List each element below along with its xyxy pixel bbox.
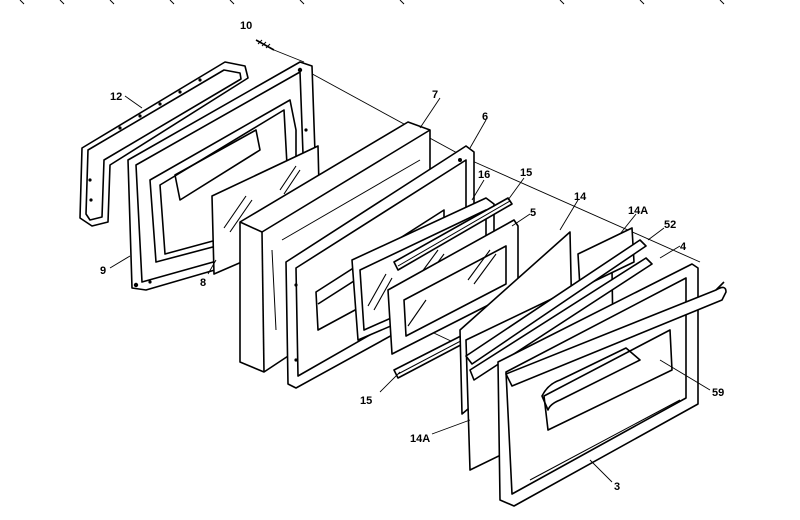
part-5-outer-glass	[387, 219, 519, 355]
label-15-top: 15	[520, 167, 532, 179]
label-6: 6	[482, 111, 488, 123]
part-15-retainer-strip-top	[393, 197, 513, 271]
label-59: 59	[712, 387, 724, 399]
label-12: 12	[110, 91, 122, 103]
label-9: 9	[100, 265, 106, 277]
label-15-bottom: 15	[360, 395, 372, 407]
label-14A-top: 14A	[628, 205, 648, 217]
part-59-handle	[505, 281, 727, 387]
label-4: 4	[680, 241, 687, 253]
part-4-trim	[469, 257, 653, 381]
part-labels: 10 12 7 6 15 16 14 5 14A 52 4 9 8 15 14A…	[100, 20, 724, 493]
label-7: 7	[432, 89, 438, 101]
label-14: 14	[574, 191, 587, 203]
label-3: 3	[614, 481, 620, 493]
part-12-gasket	[79, 61, 249, 227]
label-16: 16	[478, 169, 490, 181]
top-edge-marks	[19, 0, 725, 5]
part-10-screw	[255, 39, 305, 63]
label-10: 10	[240, 20, 252, 32]
label-5: 5	[530, 207, 536, 219]
label-14A-bottom: 14A	[410, 433, 430, 445]
part-52-trim	[465, 239, 647, 365]
label-52: 52	[664, 219, 676, 231]
label-8: 8	[200, 277, 206, 289]
leader-lines	[109, 95, 711, 483]
